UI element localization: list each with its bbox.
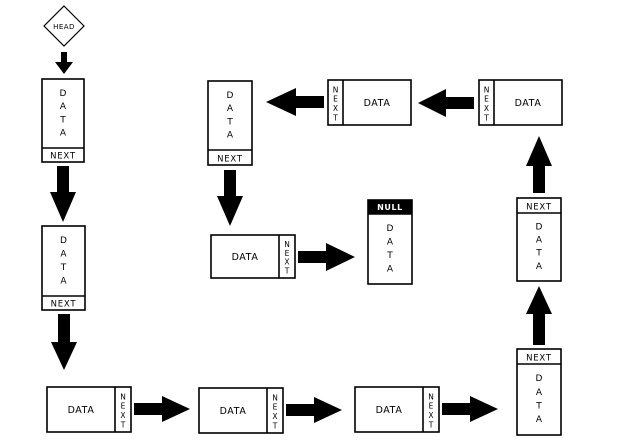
data-label: DATA <box>220 406 247 417</box>
next-letter: T <box>428 420 434 429</box>
next-letter: X <box>428 411 433 420</box>
data-label: DATA <box>515 98 542 109</box>
node-9: NEXT DATA <box>327 79 412 126</box>
data-letter: A <box>387 237 394 247</box>
next-letter: E <box>273 403 278 412</box>
next-letter: X <box>120 411 125 420</box>
node-5: NEXT DATA <box>354 386 440 433</box>
next-label: NEXT <box>217 155 243 165</box>
arrow-node-6-to-node-7 <box>526 286 552 345</box>
next-letter: N <box>484 85 490 94</box>
next-letter: X <box>284 258 289 267</box>
data-letter: D <box>60 89 67 99</box>
node-11: NEXT DATA <box>210 234 296 279</box>
data-letter: A <box>60 276 67 286</box>
data-letter: D <box>60 236 67 246</box>
arrow-head-to-node-1 <box>55 52 73 74</box>
data-letter: A <box>60 102 67 112</box>
head-diamond <box>43 5 85 47</box>
next-letter: T <box>120 420 126 429</box>
arrow-node-3-to-node-4 <box>134 396 190 422</box>
nodes: NEXTDATANEXTDATANEXTDATANEXTDATANEXTDATA… <box>41 78 563 436</box>
head-node: HEAD <box>43 5 85 47</box>
next-letter: N <box>333 85 339 94</box>
node-box <box>354 386 440 433</box>
node-8: NEXT DATA <box>478 79 563 126</box>
data-letter: D <box>536 374 543 384</box>
node-box <box>327 79 412 126</box>
next-letter: T <box>272 421 278 430</box>
null-label: NULL <box>377 203 403 212</box>
data-label: DATA <box>364 98 391 109</box>
data-letter: T <box>226 117 233 127</box>
data-letter: T <box>59 115 66 125</box>
arrow-node-7-to-node-8 <box>526 136 552 193</box>
next-label: NEXT <box>526 354 552 364</box>
next-letter: X <box>272 412 277 421</box>
next-label: NEXT <box>526 203 552 213</box>
next-letter: T <box>332 113 338 122</box>
node-box <box>198 387 284 434</box>
data-letter: D <box>536 223 543 233</box>
data-letter: A <box>536 236 543 246</box>
next-letter: N <box>272 393 278 402</box>
arrow-node-8-to-node-9 <box>418 89 474 117</box>
data-letter: D <box>227 91 234 101</box>
data-letter: D <box>387 224 394 234</box>
next-label: NEXT <box>50 152 76 162</box>
data-letter: A <box>227 131 234 141</box>
data-letter: T <box>535 401 542 411</box>
node-box <box>210 234 296 279</box>
arrow-node-5-to-node-6 <box>442 396 498 422</box>
next-letter: E <box>121 402 126 411</box>
data-letter: A <box>60 249 67 259</box>
node-4: NEXT DATA <box>198 387 284 434</box>
next-letter: T <box>483 113 489 122</box>
next-letter: N <box>120 392 126 401</box>
data-letter: A <box>536 388 543 398</box>
next-letter: T <box>284 267 290 276</box>
null-cell <box>368 200 412 214</box>
next-letter: N <box>428 392 434 401</box>
data-label: DATA <box>376 405 403 416</box>
node-3: NEXT DATA <box>46 386 132 433</box>
node-box <box>478 79 563 126</box>
data-letter: A <box>536 262 543 272</box>
arrows <box>50 52 552 423</box>
data-letter: A <box>60 129 67 139</box>
next-letter: X <box>484 104 489 113</box>
node-box <box>207 80 253 166</box>
arrow-node-1-to-node-2 <box>50 166 76 222</box>
next-label: NEXT <box>51 300 77 310</box>
next-letter: E <box>429 402 434 411</box>
arrow-node-9-to-node-10 <box>266 88 324 116</box>
head-label: HEAD <box>53 23 75 31</box>
next-letter: E <box>285 249 290 258</box>
next-letter: X <box>333 104 338 113</box>
data-letter: A <box>536 415 543 425</box>
data-label: DATA <box>68 405 95 416</box>
data-letter: T <box>60 263 67 273</box>
arrow-node-10-to-node-11 <box>217 170 243 226</box>
node-box <box>46 386 132 433</box>
arrow-node-11-to-node-12 <box>298 243 355 271</box>
arrow-node-4-to-node-5 <box>286 397 342 423</box>
next-letter: N <box>284 240 290 249</box>
arrow-node-2-to-node-3 <box>51 314 77 370</box>
data-letter: T <box>535 249 542 259</box>
next-letter: E <box>333 95 338 104</box>
data-letter: T <box>386 251 393 261</box>
data-label: DATA <box>232 252 259 263</box>
data-letter: A <box>387 264 394 274</box>
next-letter: E <box>484 95 489 104</box>
data-letter: A <box>227 104 234 114</box>
node-box <box>516 197 562 282</box>
